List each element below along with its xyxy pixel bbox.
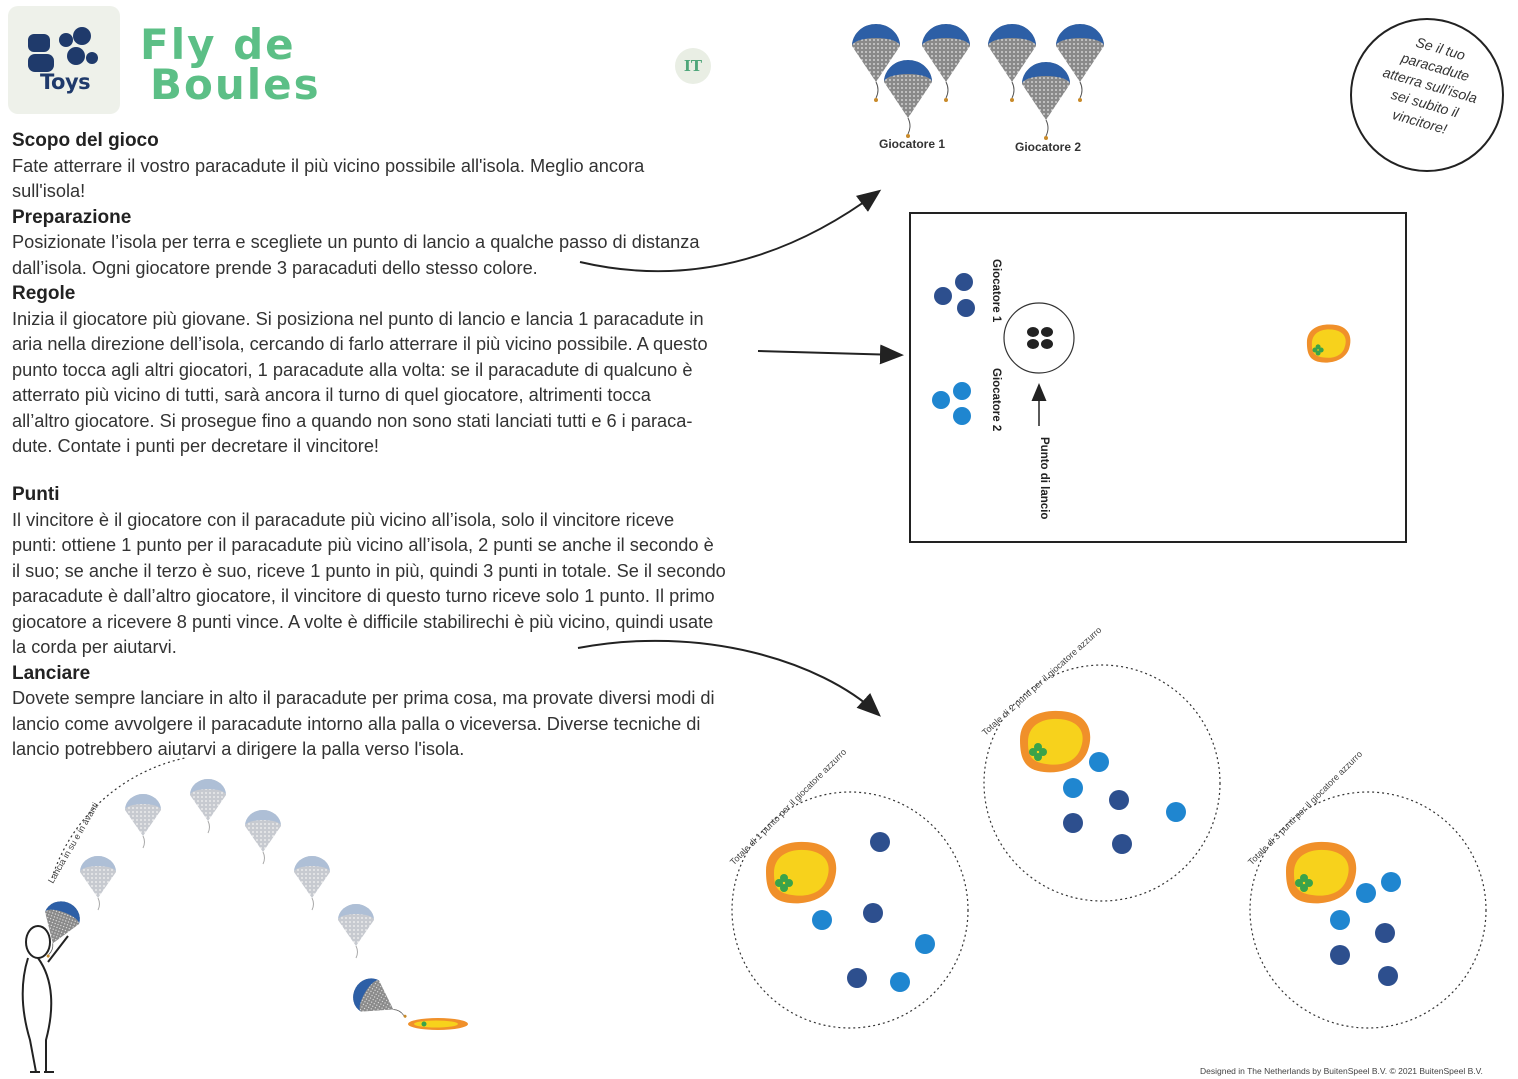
text-line: il suo; se anche il terzo è suo, riceve … [12, 560, 726, 581]
parachute-icon [346, 971, 416, 1033]
text-line: la corda per aiutarvi. [12, 637, 177, 657]
launch-circle [1003, 302, 1075, 374]
section-heading: Scopo del gioco [12, 130, 159, 151]
score-example-3 [1249, 791, 1487, 1029]
title-line-1: Fly de [140, 20, 296, 69]
player2-label: Giocatore 2 [1015, 140, 1082, 154]
text-line: Dovete sempre lanciare in alto il paraca… [12, 688, 715, 708]
text-line: lancio come avvolgere il paracadute into… [12, 713, 701, 734]
logo-mark-icon [28, 27, 98, 72]
win-note-circle [1350, 18, 1504, 172]
section-heading: Regole [12, 283, 76, 304]
parachute-icon [189, 778, 227, 834]
text-line: sull'isola! [12, 181, 86, 201]
section-goal: Scopo del gioco Fate atterrare il vostro… [12, 128, 772, 460]
brand-logo [8, 6, 120, 114]
parachute-icon [124, 793, 162, 849]
playing-field [909, 212, 1407, 543]
field-dots-player2 [932, 382, 971, 425]
text-line: paracadute è dall’altro giocatore, il vi… [12, 586, 715, 606]
island-flat-icon [408, 1018, 468, 1030]
parachute-icon [921, 23, 971, 103]
score-example-1 [731, 791, 969, 1029]
text-line: giocatore a ricevere 8 punti vince. A vo… [12, 611, 714, 632]
text-line: aria nella direzione dell’isola, cercand… [12, 334, 708, 354]
parachute-icon [1021, 61, 1071, 141]
parachute-icon [244, 809, 282, 865]
language-badge: IT [675, 48, 711, 84]
title-line-2: Boules [150, 60, 321, 109]
text-line: dall’isola. Ogni giocatore prende 3 para… [12, 257, 538, 278]
text-line: Inizia il giocatore più giovane. Si posi… [12, 308, 704, 329]
section-points: Punti Il vincitore è il giocatore con il… [12, 482, 772, 763]
text-line: lancio potrebbero aiutarvi a dirigere la… [12, 739, 465, 759]
text-line: punto tocca agli altri giocatori, 1 para… [12, 359, 693, 380]
launch-point-label: Punto di lancio [1038, 437, 1050, 520]
field-dots-player1 [934, 273, 975, 317]
section-heading: Preparazione [12, 206, 132, 228]
stick-figure-icon [21, 925, 69, 1073]
text-line: punti: ottiene 1 punto per il paracadute… [12, 535, 714, 555]
parachute-icon [79, 855, 117, 911]
brand-name: Toys [40, 70, 91, 94]
score-example-2 [983, 664, 1221, 902]
text-line: Il vincitore è il giocatore con il parac… [12, 509, 675, 530]
text-line: atterrato più vicino di tutti, sarà anco… [12, 385, 651, 405]
field-player2-label: Giocatore 2 [990, 368, 1002, 432]
parachute-icon [337, 903, 375, 959]
parachute-icon [293, 855, 331, 911]
parachute-icon [883, 59, 933, 139]
section-heading: Lanciare [12, 662, 91, 684]
section-heading: Punti [12, 484, 60, 505]
text-line: Fate atterrare il vostro paracadute il p… [12, 155, 645, 176]
text-line: dute. Contate i punti per decretare il v… [12, 436, 379, 456]
field-player1-label: Giocatore 1 [990, 259, 1002, 323]
text-line: all’altro giocatore. Si prosegue fino a … [12, 410, 693, 431]
footprints-icon [1027, 327, 1053, 349]
player1-label: Giocatore 1 [879, 137, 946, 151]
text-line: Posizionate l’isola per terra e scegliet… [12, 232, 700, 252]
footer-credit: Designed in The Netherlands by BuitenSpe… [1200, 1066, 1483, 1076]
